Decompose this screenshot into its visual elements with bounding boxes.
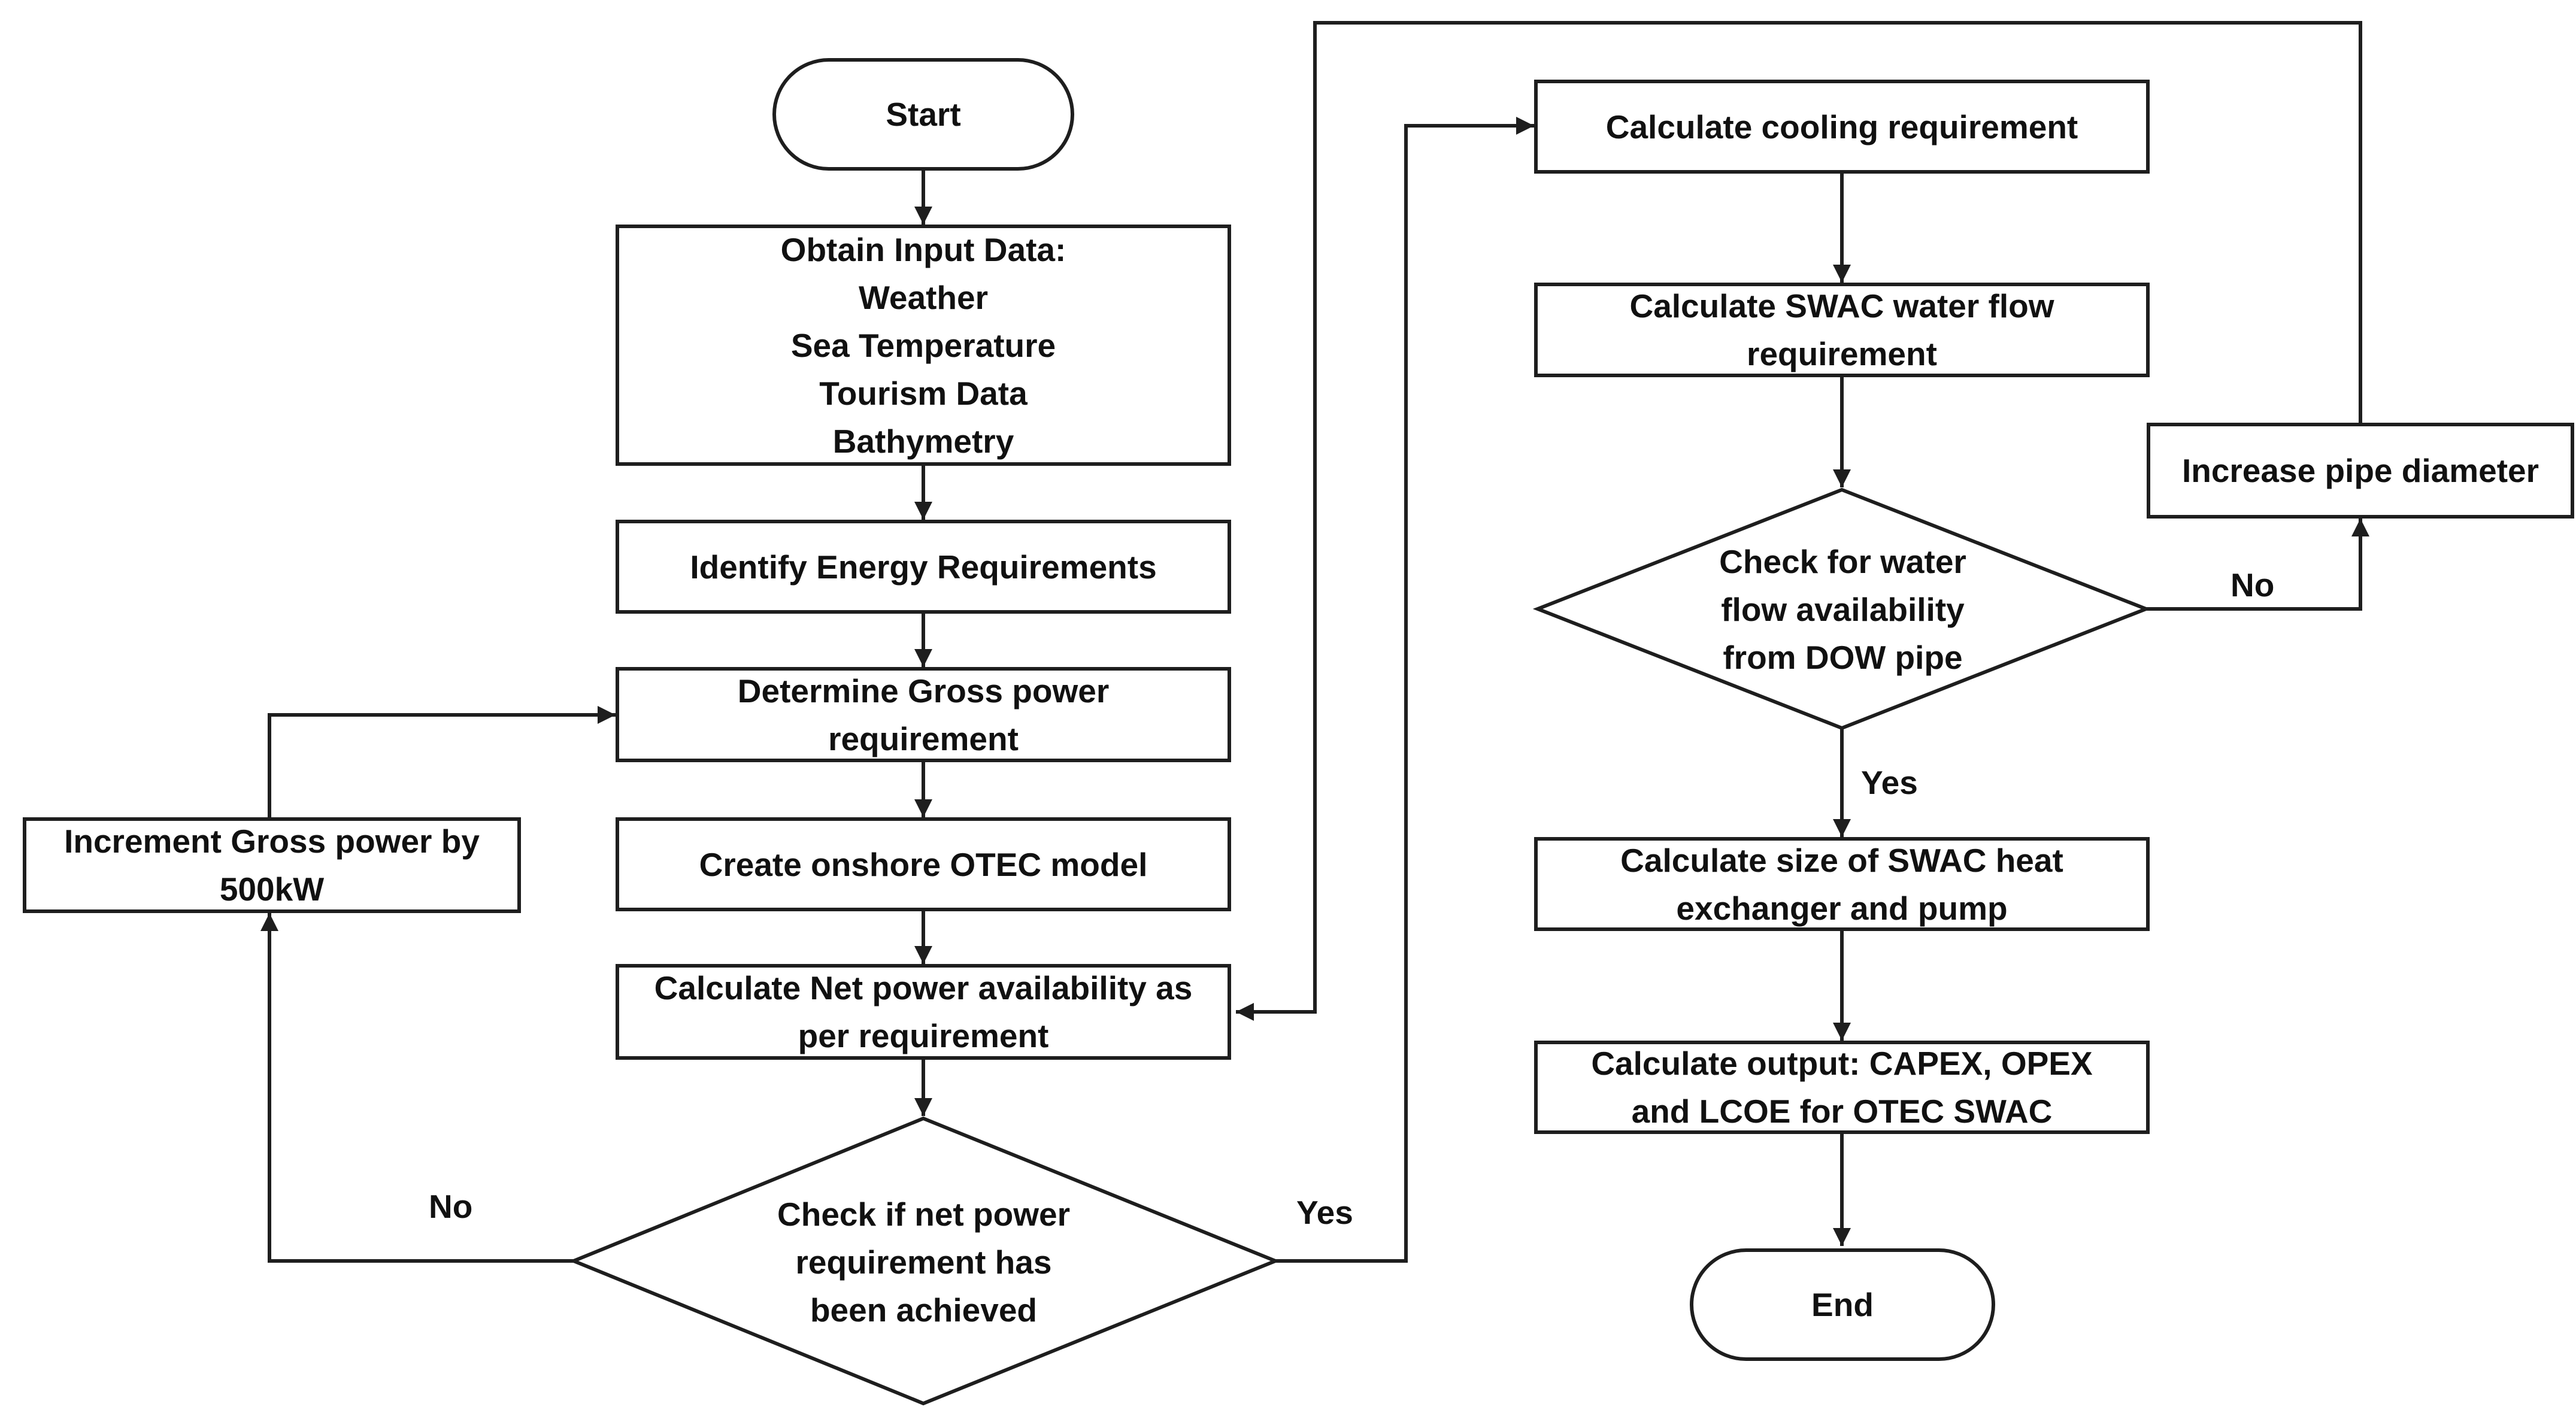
- calculate-output-box: Calculate output: CAPEX, OPEX and LCOE f…: [1534, 1041, 2150, 1134]
- label-water-flow-yes: Yes: [1861, 764, 1918, 801]
- check-net-power-decision: Check if net power requirement has been …: [777, 1195, 1070, 1329]
- calculate-swac-flow-box: Calculate SWAC water flow requirement: [1534, 283, 2150, 377]
- arrow-check-yes-to-cooling: [1275, 117, 1534, 1263]
- check-water-flow-decision: Check for water flow availability from D…: [1719, 542, 1966, 676]
- decision-net-power-shape: [569, 1116, 1280, 1406]
- label-net-power-yes: Yes: [1296, 1194, 1353, 1231]
- calculate-swac-size-box: Calculate size of SWAC heat exchanger an…: [1534, 837, 2150, 931]
- determine-gross-power-box: Determine Gross power requirement: [616, 667, 1231, 762]
- calculate-net-power-box: Calculate Net power availability as per …: [616, 964, 1231, 1060]
- start-terminal: Start: [772, 58, 1074, 171]
- increment-gross-power-box: Increment Gross power by 500kW: [23, 817, 521, 913]
- increase-pipe-diameter-box: Increase pipe diameter: [2147, 423, 2574, 519]
- arrow-check-no-to-pipe: [2146, 519, 2369, 611]
- label-net-power-no: No: [429, 1188, 473, 1225]
- obtain-input-data-box: Obtain Input Data: Weather Sea Temperatu…: [616, 225, 1231, 466]
- arrow-increment-to-gross: [268, 706, 616, 817]
- end-terminal: End: [1690, 1248, 1995, 1361]
- arrow-pipe-to-net: [1236, 21, 2362, 1021]
- create-otec-model-box: Create onshore OTEC model: [616, 817, 1231, 911]
- calculate-cooling-box: Calculate cooling requirement: [1534, 80, 2150, 174]
- identify-energy-requirements-box: Identify Energy Requirements: [616, 520, 1231, 614]
- label-water-flow-no: No: [2230, 566, 2275, 604]
- arrow-check-no-to-increment: [260, 913, 574, 1263]
